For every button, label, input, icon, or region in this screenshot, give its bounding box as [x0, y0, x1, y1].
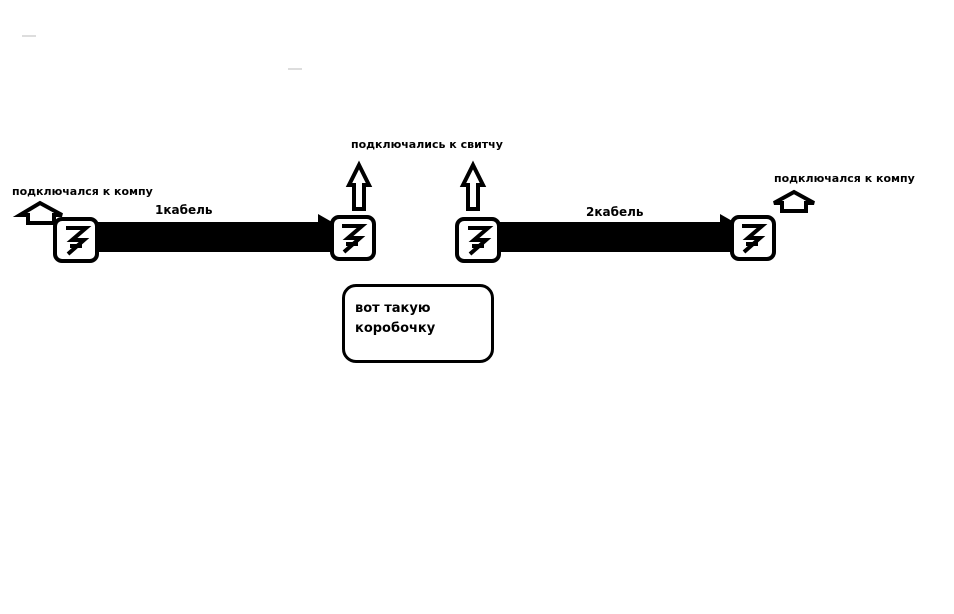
arrow-switch-left-up-icon: [345, 160, 373, 211]
note-box: вот такую коробочку: [342, 284, 494, 363]
note-text: вот такую коробочку: [355, 299, 435, 339]
label-cable-2: 2кабель: [586, 205, 644, 219]
label-cable-1: 1кабель: [155, 203, 213, 217]
connector-2-left: [455, 217, 501, 263]
connector-1-right: [330, 215, 376, 261]
note-line-1: вот такую: [355, 301, 431, 316]
connector-1-left: [53, 217, 99, 263]
cable-2: [500, 214, 734, 252]
label-right-connected-pc: подключался к компу: [774, 172, 915, 185]
cable-2-body: [500, 222, 724, 252]
label-connected-switch: подключались к свитчу: [351, 138, 503, 151]
connector-2-right: [730, 215, 776, 261]
arrow-left-up-icon: [12, 200, 63, 225]
label-left-connected-pc: подключался к компу: [12, 185, 153, 198]
cable-1-body: [98, 222, 322, 252]
arrow-switch-right-up-icon: [459, 160, 487, 211]
arrow-right-up-icon: [773, 189, 815, 213]
note-line-2: коробочку: [355, 321, 436, 336]
cable-1: [98, 214, 332, 252]
